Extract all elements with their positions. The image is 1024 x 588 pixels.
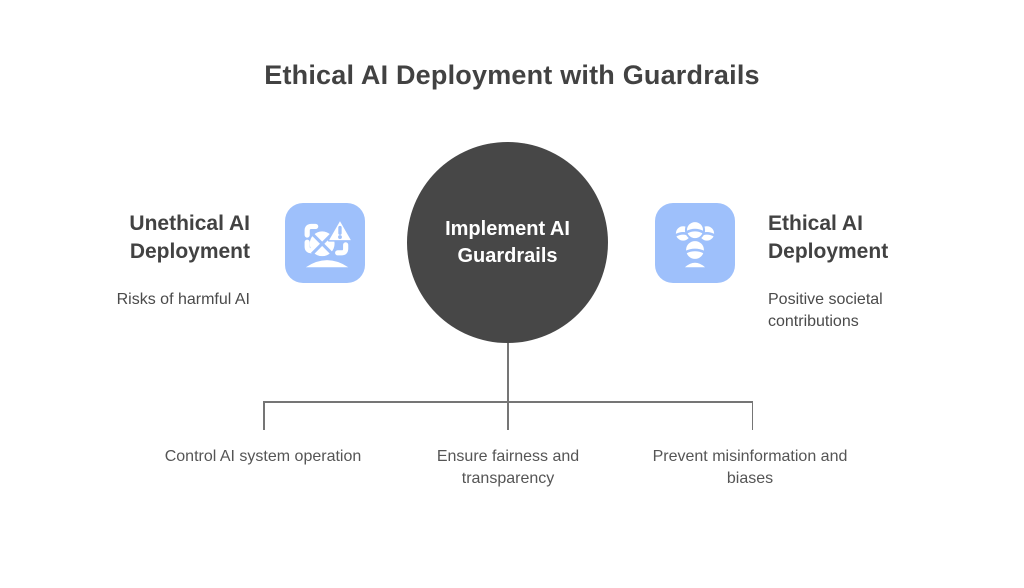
center-node-label: Implement AI Guardrails [445,217,570,267]
connector-center-stub-line [507,343,509,402]
branch-label-control: Control AI system operation [164,448,362,465]
connector-right-drop-line [751,401,753,430]
ethical-ai-icon-tile [655,203,735,283]
ai-scan-warning-icon [294,212,356,274]
unethical-ai-subtitle: Risks of harmful AI [116,291,250,308]
ethical-ai-text-block: Ethical AI Deployment Positive societal … [768,210,918,333]
ethical-ai-subtitle: Positive societal contributions [768,291,883,330]
branch-label-fairness: Ensure fairness and transparency [436,448,580,487]
page-title: Ethical AI Deployment with Guardrails [264,60,760,90]
unethical-ai-icon-tile [285,203,365,283]
branch-label-misinformation: Prevent misinformation and biases [652,448,848,487]
connector-left-drop-line [263,401,265,430]
unethical-ai-text-block: Unethical AI Deployment Risks of harmful… [80,210,250,311]
unethical-ai-heading: Unethical AI Deployment [129,212,250,263]
connector-center-drop-line [507,401,509,430]
ethical-ai-heading: Ethical AI Deployment [768,212,889,263]
society-group-icon [664,212,726,274]
center-node: Implement AI Guardrails [407,142,608,343]
